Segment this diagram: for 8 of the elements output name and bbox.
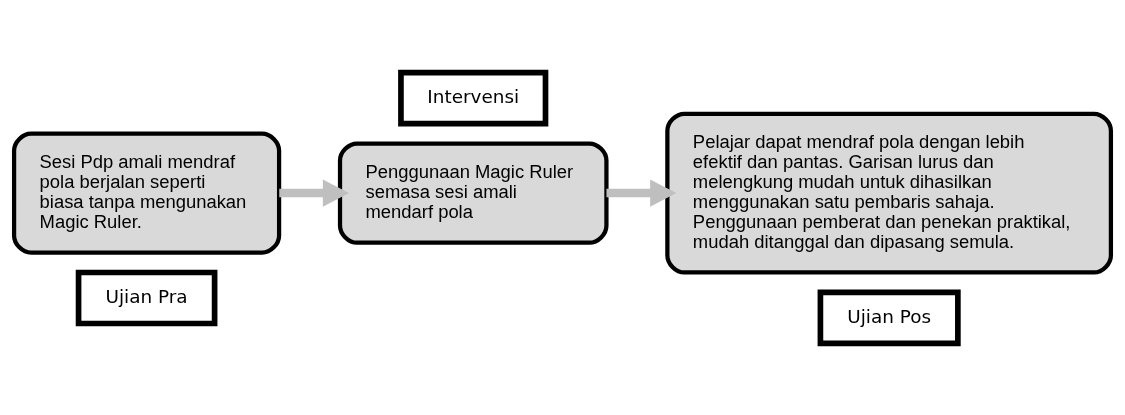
arrow (606, 178, 677, 207)
node-box: Ujian Pra (75, 269, 218, 326)
node-box: Intervensi (398, 69, 549, 126)
arrow (279, 178, 349, 207)
node-box: Pelajar dapat mendraf pola dengan lebih efektif dan pantas. Garisan lurus dan melengkung mudah untuk dihasilkan menggunakan satu pembaris sahaja. Penggunaan pemberat dan penekan praktikal, mudah ditanggal dan dipasang semula. (665, 111, 1114, 275)
node-box: Ujian Pos (817, 289, 961, 346)
node-box: Penggunaan Magic Ruler semasa sesi amali mendarf pola (337, 140, 609, 245)
node-box: Sesi Pdp amali mendraf pola berjalan seperti biasa tanpa mengunakan Magic Ruler. (11, 130, 282, 255)
